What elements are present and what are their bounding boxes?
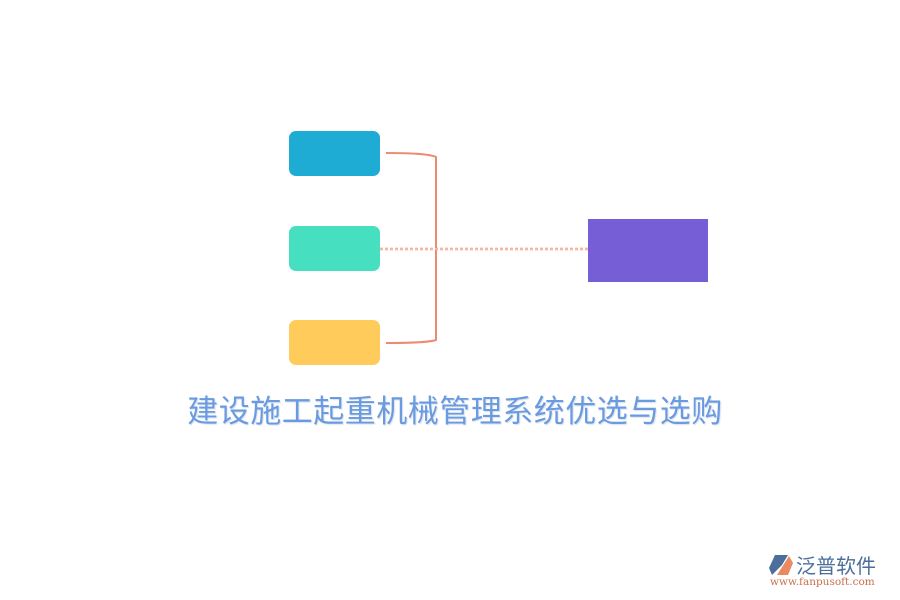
input-node-1 [289,131,380,176]
input-node-3 [289,320,380,365]
input-node-2 [289,226,380,271]
brand-url: www.fanpusoft.com [770,576,875,588]
diagram-title: 建设施工起重机械管理系统优选与选购 [187,394,723,430]
fanpu-logo-icon [769,555,793,575]
brand-name: 泛普软件 [796,554,876,578]
output-node [588,219,708,282]
brand-logo: 泛普软件 www.fanpusoft.com [768,550,896,590]
